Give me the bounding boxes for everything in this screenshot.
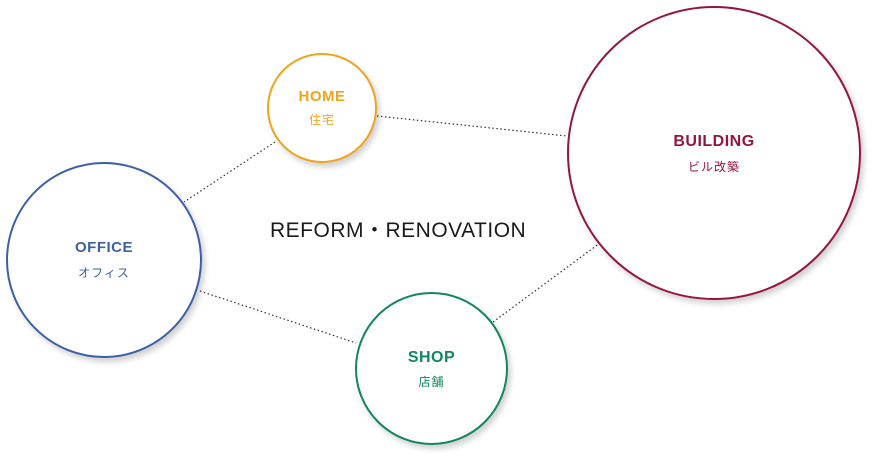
office-circle[interactable]: OFFICE オフィス [6,162,202,358]
connector-home-building [376,115,568,137]
building-circle[interactable]: BUILDING ビル改築 [567,6,861,300]
center-title: REFORM・RENOVATION [270,219,527,242]
shop-label: SHOP [407,348,456,366]
shop-circle[interactable]: SHOP 店舗 [355,292,508,445]
home-label: HOME [298,88,346,106]
office-label: OFFICE [75,239,133,257]
connector-shop-building [492,242,601,323]
office-sublabel: オフィス [78,266,130,281]
connector-home-office [183,141,276,203]
connector-office-shop [199,290,357,344]
home-circle[interactable]: HOME 住宅 [267,53,377,163]
building-sublabel: ビル改築 [687,159,740,174]
home-sublabel: 住宅 [308,113,335,128]
shop-sublabel: 店舗 [418,374,445,389]
building-label: BUILDING [673,132,755,150]
